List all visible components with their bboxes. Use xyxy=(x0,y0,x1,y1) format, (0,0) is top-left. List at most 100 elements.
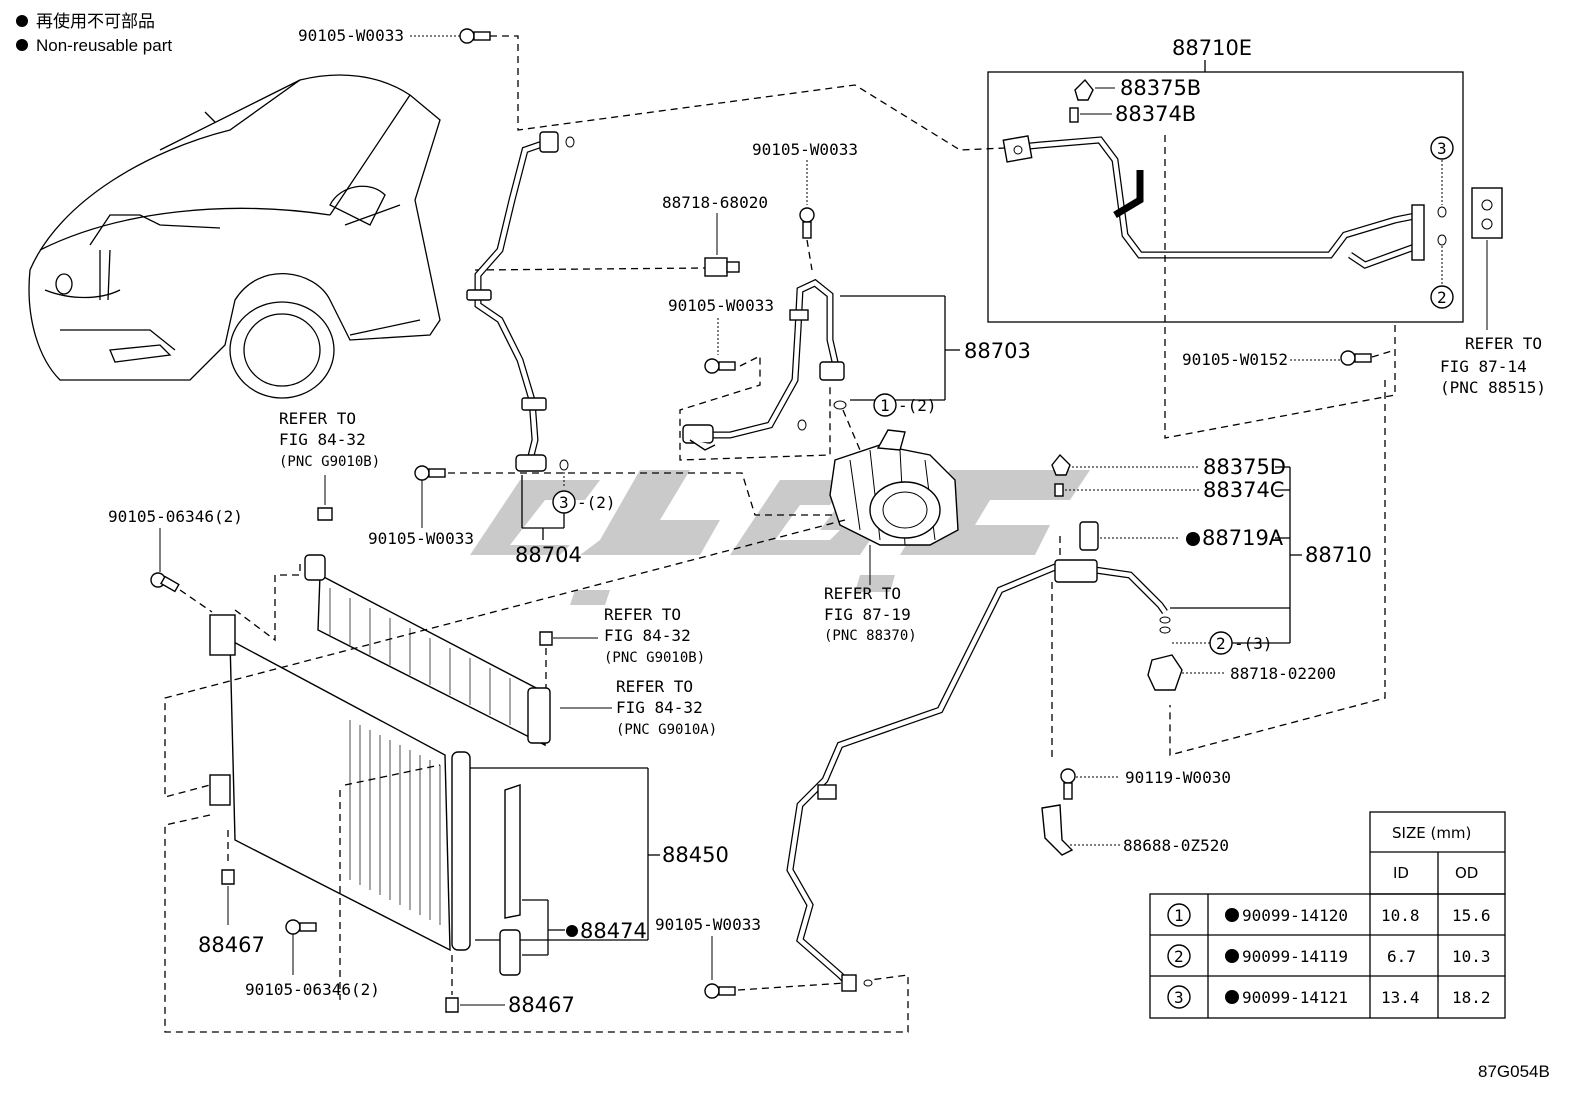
legend-jp: 再使用不可部品 xyxy=(36,11,155,31)
callout-3: 3 xyxy=(1437,139,1447,158)
label-90105-W0033-mid: 90105-W0033 xyxy=(368,529,474,548)
callout-2-qty: -(3) xyxy=(1234,634,1273,653)
leader-dash xyxy=(164,519,846,798)
row-no: 2 xyxy=(1174,947,1184,966)
refer-87-19-line2: FIG 87-19 xyxy=(824,605,911,624)
row-part: 90099-14120 xyxy=(1242,906,1348,925)
label-88688-0Z520: 88688-0Z520 xyxy=(1123,836,1229,855)
label-90105-W0152: 90105-W0152 xyxy=(1182,350,1288,369)
refer-87-14-line3: (PNC 88515) xyxy=(1440,378,1546,397)
label-90105-W0033-center2: 90105-W0033 xyxy=(668,296,774,315)
refer-84-32-mid-line2: FIG 84-32 xyxy=(604,626,691,645)
label-88718-02200: 88718-02200 xyxy=(1230,664,1336,683)
hose-88704: 3 -(2) 88704 xyxy=(466,131,616,567)
bolt-W0152: 90105-W0152 xyxy=(1182,349,1396,369)
refer-87-14-line2: FIG 87-14 xyxy=(1440,357,1527,376)
refer-84-32-top-line1: REFER TO xyxy=(279,409,356,428)
part-88467-b: 88467 xyxy=(445,955,575,1017)
label-88375B: 88375B xyxy=(1120,76,1201,100)
label-88718-68020: 88718-68020 xyxy=(662,193,768,212)
bolt-06346-top: 90105-06346(2) xyxy=(108,507,301,642)
legend: 再使用不可部品 Non-reusable part xyxy=(16,11,172,55)
refer-87-19-line3: (PNC 88370) xyxy=(824,628,917,644)
callout-2: 2 xyxy=(1437,288,1447,307)
bolt-center: 90105-W0033 xyxy=(752,140,858,271)
leader-dash xyxy=(474,267,706,271)
refer-84-32-a-line2: FIG 84-32 xyxy=(616,698,703,717)
refer-84-32-a-line1: REFER TO xyxy=(616,677,693,696)
callout-3-qty: -(2) xyxy=(577,493,616,512)
refer-84-32-mid: REFER TO FIG 84-32 (PNC G9010B) REFER TO… xyxy=(539,605,717,738)
bracket-88688: 88688-0Z520 xyxy=(1041,804,1229,856)
leader-dash xyxy=(1169,380,1386,756)
row-id: 10.8 xyxy=(1381,906,1420,925)
table-col-id: ID xyxy=(1393,864,1409,882)
table-row: 1 90099-14120 10.8 15.6 xyxy=(1167,903,1491,927)
non-reusable-dot-icon xyxy=(1186,532,1200,546)
row-od: 18.2 xyxy=(1452,988,1491,1007)
expansion-valve: REFER TO FIG 87-14 (PNC 88515) xyxy=(1440,187,1546,397)
compressor: REFER TO FIG 87-19 (PNC 88370) xyxy=(824,409,959,644)
label-88467-b: 88467 xyxy=(508,993,575,1017)
row-od: 15.6 xyxy=(1452,906,1491,925)
refer-84-32-mid-line3: (PNC G9010B) xyxy=(604,650,705,666)
label-88474: 88474 xyxy=(580,919,647,943)
leader-dash xyxy=(490,35,1006,151)
label-90119-W0030: 90119-W0030 xyxy=(1125,768,1231,787)
row-od: 10.3 xyxy=(1452,947,1491,966)
row-part: 90099-14121 xyxy=(1242,988,1348,1007)
label-88467-a: 88467 xyxy=(198,933,265,957)
bolt-06346-bot: 90105-06346(2) xyxy=(245,919,380,999)
callout-2: 2 xyxy=(1216,634,1226,653)
non-reusable-dot-icon xyxy=(16,39,28,51)
callout-1: 1 xyxy=(880,396,890,415)
row-id: 13.4 xyxy=(1381,988,1420,1007)
table-row: 2 90099-14119 6.7 10.3 xyxy=(1167,944,1491,968)
label-88374B: 88374B xyxy=(1115,102,1196,126)
size-table: SIZE (mm) ID OD 1 90099-14120 10.8 15.6 … xyxy=(1149,811,1506,1019)
label-90105-W0033-top: 90105-W0033 xyxy=(298,26,404,45)
row-no: 1 xyxy=(1174,906,1184,925)
non-reusable-dot-icon xyxy=(566,925,578,937)
liquid-pipe xyxy=(786,535,1171,992)
legend-en: Non-reusable part xyxy=(36,36,172,55)
row-no: 3 xyxy=(1174,988,1184,1007)
diagram-id: 87G054B xyxy=(1478,1062,1550,1081)
label-90105-06346-top: 90105-06346(2) xyxy=(108,507,243,526)
callout-1-qty: -(2) xyxy=(898,396,937,415)
non-reusable-dot-icon xyxy=(1225,908,1239,922)
part-88467-a: 88467 xyxy=(198,830,265,957)
leader-dash xyxy=(1164,135,1396,439)
bolt-top: 90105-W0033 xyxy=(298,26,491,45)
leader-dash xyxy=(448,472,835,516)
row-id: 6.7 xyxy=(1387,947,1416,966)
label-90105-06346-bot: 90105-06346(2) xyxy=(245,980,380,999)
refer-87-19-line1: REFER TO xyxy=(824,584,901,603)
vehicle-illustration xyxy=(28,74,441,399)
bolt-90119: 90119-W0030 xyxy=(1060,768,1231,800)
label-88374C: 88374C xyxy=(1203,478,1284,502)
label-88704: 88704 xyxy=(515,543,582,567)
non-reusable-dot-icon xyxy=(1225,949,1239,963)
sensor-88718-68020: 88718-68020 xyxy=(662,193,768,277)
non-reusable-dot-icon xyxy=(1225,990,1239,1004)
table-title: SIZE (mm) xyxy=(1392,824,1471,842)
watermark-logo xyxy=(470,470,1090,605)
refer-84-32-top-line2: FIG 84-32 xyxy=(279,430,366,449)
table-col-od: OD xyxy=(1455,864,1478,882)
label-88375D: 88375D xyxy=(1203,455,1286,479)
refer-87-14-line1: REFER TO xyxy=(1465,334,1542,353)
label-88450: 88450 xyxy=(662,843,729,867)
row-part: 90099-14119 xyxy=(1242,947,1348,966)
bolt-mid: 90105-W0033 xyxy=(368,465,474,548)
table-row: 3 90099-14121 13.4 18.2 xyxy=(1167,985,1491,1009)
dryer-88474: 88474 xyxy=(499,784,647,976)
label-88719A: 88719A xyxy=(1202,526,1284,550)
refer-84-32-top: REFER TO FIG 84-32 (PNC G9010B) xyxy=(279,409,380,521)
label-90105-W0033-center: 90105-W0033 xyxy=(752,140,858,159)
hose-88703: 88703 1 -(2) xyxy=(682,278,1031,451)
refer-84-32-top-line3: (PNC G9010B) xyxy=(279,454,380,470)
refer-84-32-mid-line1: REFER TO xyxy=(604,605,681,624)
assy-88710: 88375D 88374C 88719A 88710 2 -(3) 88718-… xyxy=(1051,453,1372,691)
